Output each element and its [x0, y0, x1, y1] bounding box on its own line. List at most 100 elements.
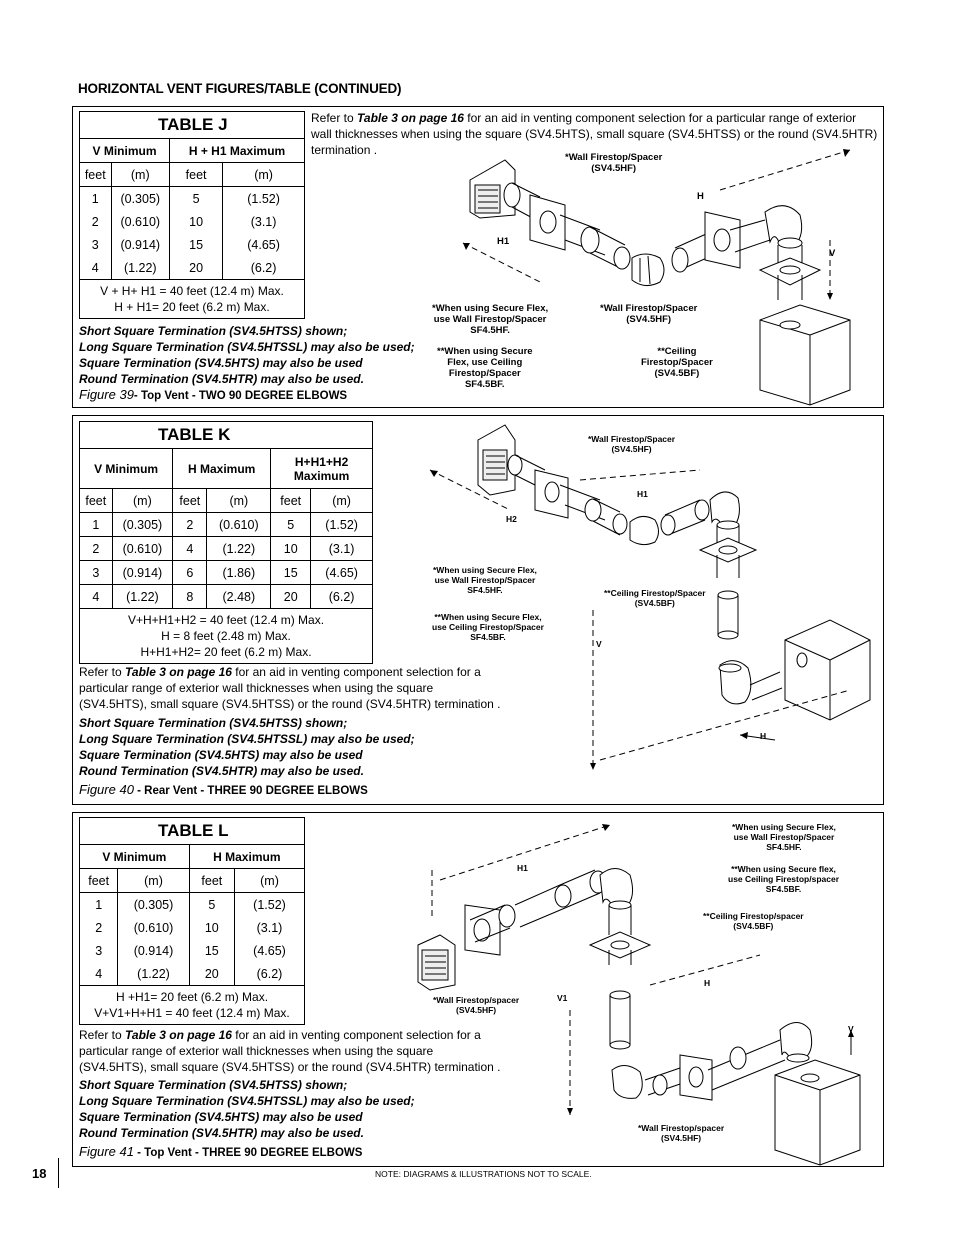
cell: 1	[78, 892, 119, 916]
cell: (6.2)	[234, 962, 305, 986]
fig39-v-label: V	[829, 248, 836, 259]
table-row: 2(0.610)10(3.1)	[79, 210, 305, 233]
cell: 20	[169, 256, 224, 280]
figure-40-caption: Figure 40 - Rear Vent - THREE 90 DEGREE …	[79, 782, 368, 799]
cell: (4.65)	[222, 233, 305, 256]
note-line: Square Termination (SV4.5HTS) may also b…	[79, 1110, 363, 1124]
cell: 10	[270, 536, 312, 561]
cell: 5	[169, 186, 224, 210]
panel-k-refer-text: Refer to Table 3 on page 16 for an aid i…	[79, 664, 504, 712]
unit-cell: (m)	[206, 488, 272, 513]
fig40-h1-label: H1	[637, 489, 648, 499]
cell: 15	[188, 939, 236, 962]
fig39-h1-label: H1	[497, 236, 510, 247]
cell: 1	[79, 186, 112, 210]
cell: (0.610)	[111, 536, 174, 561]
fig39-secure-ceiling-label: **When using Secure Flex, use Ceiling Fi…	[437, 346, 533, 390]
unit-cell: feet	[79, 488, 113, 513]
table-j-units-row: feet (m) feet (m)	[79, 162, 305, 187]
table-row: 1(0.305)5(1.52)	[78, 892, 305, 916]
fig40-v-label: V	[596, 639, 602, 649]
fig41-wall-spacer2-label: *Wall Firestop/spacer (SV4.5HF)	[638, 1123, 725, 1143]
table-k-foot-line: H = 8 feet (2.48 m) Max.	[161, 629, 291, 643]
refer-table-link[interactable]: Table 3 on page 16	[125, 1028, 232, 1042]
panel-l-notes: Short Square Termination (SV4.5HTSS) sho…	[79, 1077, 415, 1141]
cell: (1.22)	[111, 584, 174, 609]
cell: 5	[188, 892, 236, 916]
table-k-title: TABLE K	[79, 421, 373, 449]
cell: 8	[172, 584, 208, 609]
refer-table-link[interactable]: Table 3 on page 16	[357, 111, 464, 125]
note-line: Round Termination (SV4.5HTR) may also be…	[79, 372, 364, 386]
cell: 4	[172, 536, 208, 561]
table-k-foot-line: V+H+H1+H2 = 40 feet (12.4 m) Max.	[127, 613, 325, 627]
figure-41-caption: Figure 41 - Top Vent - THREE 90 DEGREE E…	[79, 1144, 362, 1161]
cell: 20	[188, 962, 236, 986]
table-k-foot-line: H+H1+H2= 20 feet (6.2 m) Max.	[140, 645, 312, 659]
unit-cell: (m)	[310, 488, 373, 513]
cell: 15	[169, 233, 224, 256]
cell: (1.52)	[310, 512, 373, 537]
table-k-units-row: feet(m) feet(m) feet(m)	[79, 488, 373, 513]
cell: (0.305)	[111, 512, 174, 537]
refer-post: for an aid in venting component selectio…	[311, 111, 878, 157]
fig39-wall-spacer2-label: *Wall Firestop/Spacer (SV4.5HF)	[600, 303, 698, 325]
cell: 3	[78, 939, 119, 962]
panel-j-notes: Short Square Termination (SV4.5HTSS) sho…	[79, 323, 415, 387]
cell: (6.2)	[310, 584, 373, 609]
table-l-units-row: feet(m) feet(m)	[78, 868, 305, 893]
unit-cell: feet	[270, 488, 312, 513]
cell: 2	[78, 916, 119, 939]
unit-cell: (m)	[110, 162, 171, 187]
table-k-footer: V+H+H1+H2 = 40 feet (12.4 m) Max. H = 8 …	[79, 608, 373, 664]
cell: 4	[79, 256, 112, 280]
fig41-h1-label: H1	[517, 863, 528, 873]
note-line: Square Termination (SV4.5HTS) may also b…	[79, 356, 363, 370]
table-k-col-h-max: H Maximum	[172, 448, 272, 489]
cell: 20	[270, 584, 312, 609]
fig40-h2-label: H2	[506, 514, 517, 524]
fig39-ceiling-spacer-label: **Ceiling Firestop/Spacer (SV4.5BF)	[641, 346, 713, 379]
cell: 3	[79, 233, 112, 256]
fig41-h-label: H	[704, 978, 711, 988]
note-line: Long Square Termination (SV4.5HTSSL) may…	[79, 1094, 415, 1108]
refer-table-link[interactable]: Table 3 on page 16	[125, 665, 232, 679]
unit-cell: (m)	[222, 162, 305, 187]
cell: 4	[78, 962, 119, 986]
unit-cell: feet	[172, 488, 208, 513]
cell: (0.305)	[110, 186, 171, 210]
cell: (2.48)	[206, 584, 272, 609]
figure-number: Figure 40	[79, 782, 134, 797]
figure-number: Figure 41	[79, 1144, 134, 1159]
note-line: Long Square Termination (SV4.5HTSSL) may…	[79, 732, 415, 746]
cell: (1.86)	[206, 560, 272, 585]
unit-cell: feet	[79, 162, 112, 187]
cell: (4.65)	[310, 560, 373, 585]
table-row: 4(1.22)20(6.2)	[78, 962, 305, 986]
table-l-col-v-min: V Minimum	[79, 844, 190, 869]
panel-k-notes: Short Square Termination (SV4.5HTSS) sho…	[79, 715, 415, 779]
cell: 10	[169, 210, 224, 233]
fig40-secure-ceiling-label: **When using Secure Flex, use Ceiling Fi…	[432, 612, 544, 642]
table-j-foot-line: H + H1= 20 feet (6.2 m) Max.	[114, 300, 270, 314]
table-row: 2(0.610)10(3.1)	[78, 916, 305, 939]
fig39-secure-wall-label: *When using Secure Flex, use Wall Firest…	[432, 303, 549, 336]
table-j-col-h-max: H + H1 Maximum	[169, 138, 305, 163]
fig41-secure-wall-label: *When using Secure Flex, use Wall Firest…	[732, 822, 836, 852]
cell: (3.1)	[234, 916, 305, 939]
table-j-title: TABLE J	[79, 111, 305, 139]
cell: (4.65)	[234, 939, 305, 962]
cell: (1.22)	[206, 536, 272, 561]
footer-note: NOTE: DIAGRAMS & ILLUSTRATIONS NOT TO SC…	[375, 1169, 592, 1179]
unit-cell: (m)	[234, 868, 305, 893]
cell: (1.52)	[222, 186, 305, 210]
cell: 2	[79, 536, 113, 561]
fig40-ceiling-spacer-label: **Ceiling Firestop/Spacer (SV4.5BF)	[604, 588, 706, 608]
figure-description: - Top Vent - THREE 90 DEGREE ELBOWS	[133, 1147, 363, 1159]
note-line: Round Termination (SV4.5HTR) may also be…	[79, 764, 364, 778]
cell: 15	[270, 560, 312, 585]
fig41-secure-ceiling-label: **When using Secure flex, use Ceiling Fi…	[728, 864, 840, 894]
panel-l-refer-text: Refer to Table 3 on page 16 for an aid i…	[79, 1027, 504, 1075]
fig40-wall-spacer-label: *Wall Firestop/Spacer (SV4.5HF)	[588, 434, 676, 454]
fig39-wall-spacer-label: *Wall Firestop/Spacer (SV4.5HF)	[565, 152, 663, 174]
